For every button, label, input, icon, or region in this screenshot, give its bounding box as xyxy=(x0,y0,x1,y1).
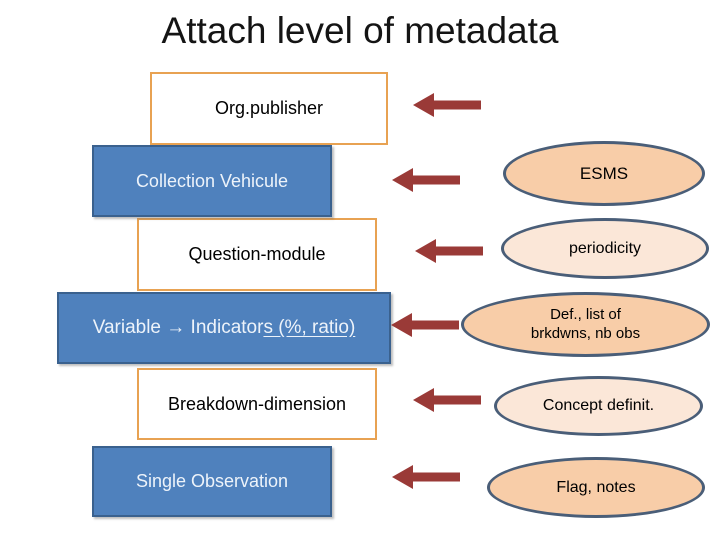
oval-esms-label: ESMS xyxy=(579,163,629,183)
oval-def-list-line1: Def., list of xyxy=(550,305,621,323)
box-variable-indicators: Variable → Indicators (%, ratio) xyxy=(57,292,391,364)
left-arrow-icon xyxy=(392,168,460,192)
box-breakdown-dimension-label: Breakdown-dimension xyxy=(167,393,347,414)
left-arrow-icon xyxy=(391,313,459,337)
left-arrow-icon xyxy=(413,388,481,412)
oval-def-list: Def., list of brkdwns, nb obs xyxy=(461,292,710,357)
oval-flag-notes-label: Flag, notes xyxy=(556,478,636,496)
box-variable-indicators-label-underlined: s (%, ratio) xyxy=(263,317,356,338)
left-arrow-icon xyxy=(413,93,481,117)
oval-def-list-line2: brkdwns, nb obs xyxy=(530,324,641,342)
oval-periodicity: periodicity xyxy=(501,218,709,279)
slide-title: Attach level of metadata xyxy=(161,10,559,51)
left-arrow-icon xyxy=(392,465,460,489)
oval-concept-definit-label: Concept definit. xyxy=(542,397,655,414)
oval-periodicity-label: periodicity xyxy=(568,239,642,257)
oval-flag-notes: Flag, notes xyxy=(487,457,705,518)
box-org-publisher-label: Org.publisher xyxy=(214,98,324,118)
box-collection-vehicule-label: Collection Vehicule xyxy=(135,170,289,191)
oval-esms: ESMS xyxy=(503,141,705,206)
oval-concept-definit: Concept definit. xyxy=(494,376,703,436)
box-variable-indicators-label: Variable → Indicators (%, ratio) xyxy=(93,317,356,339)
box-single-observation-label: Single Observation xyxy=(135,471,289,491)
left-arrow-icon xyxy=(415,239,483,263)
box-variable-indicators-label-main: Variable → Indicator xyxy=(92,317,264,338)
box-question-module-label: Question-module xyxy=(188,244,326,264)
box-breakdown-dimension: Breakdown-dimension xyxy=(137,368,377,440)
box-question-module: Question-module xyxy=(137,218,377,291)
box-collection-vehicule: Collection Vehicule xyxy=(92,145,332,217)
box-org-publisher: Org.publisher xyxy=(150,72,388,145)
box-single-observation: Single Observation xyxy=(92,446,332,517)
